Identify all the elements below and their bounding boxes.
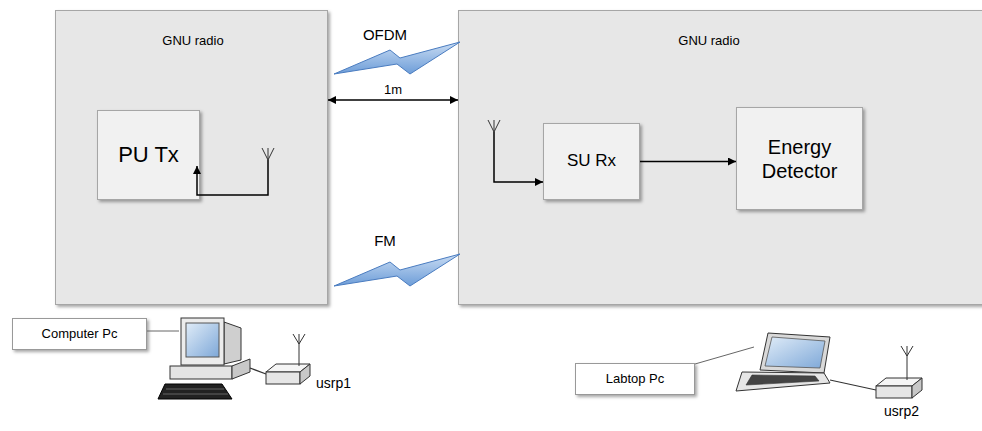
- usrp-side: [912, 378, 922, 398]
- usb-cable: [830, 380, 876, 390]
- box-label: PU Tx: [118, 142, 179, 168]
- box-label: SU Rx: [567, 151, 616, 171]
- gnu-radio-panel: GNU radioSU RxEnergy Detector: [458, 10, 982, 305]
- antenna-symbol: [262, 148, 274, 160]
- device-label-box: Labtop Pc: [575, 363, 695, 395]
- label-holder: usrp2: [884, 402, 919, 420]
- usrp-device-icon: [876, 346, 922, 398]
- usrp-top: [266, 364, 310, 372]
- process-box: SU Rx: [543, 123, 640, 200]
- laptop-lid: [760, 333, 830, 373]
- desktop-computer-icon: [158, 318, 250, 399]
- usrp-front: [876, 386, 912, 398]
- signal-label: OFDM: [363, 26, 407, 43]
- gnu-radio-panel: GNU radio PU Tx: [55, 10, 328, 305]
- laptop-keyboard: [746, 375, 819, 385]
- laptop-screen: [765, 337, 825, 368]
- label-holder: usrp1: [316, 374, 351, 392]
- usrp-front: [266, 372, 300, 384]
- process-box: Energy Detector: [736, 107, 863, 210]
- monitor-bezel: [181, 318, 224, 365]
- label-holder: 1m: [384, 80, 402, 98]
- antenna-symbol: [293, 334, 305, 366]
- usrp-top: [876, 378, 922, 386]
- label-holder: OFDM: [363, 26, 407, 44]
- keyboard: [158, 384, 232, 399]
- process-box: PU Tx: [97, 110, 200, 200]
- box-label: Energy Detector: [746, 135, 854, 183]
- ofdm-link-bolt: [334, 42, 460, 74]
- antenna-feed-wire: [494, 132, 543, 182]
- computer-case-side: [232, 359, 250, 379]
- device-label-box: Computer Pc: [12, 318, 147, 350]
- usb-cable: [250, 368, 266, 374]
- distance-label: 1m: [384, 82, 402, 97]
- box-label: Computer Pc: [42, 326, 118, 342]
- antenna-symbol: [488, 120, 500, 132]
- antenna-feed-wire: [197, 160, 268, 195]
- leader-line: [695, 347, 754, 364]
- label-holder: FM: [374, 232, 396, 250]
- box-label: Labtop Pc: [606, 371, 665, 387]
- keyboard-keys: [163, 389, 228, 394]
- signal-label: FM: [374, 232, 396, 249]
- laptop-icon: [736, 333, 830, 391]
- panel-title: GNU radio: [57, 33, 330, 49]
- monitor-screen: [186, 323, 219, 357]
- monitor-back: [224, 322, 241, 364]
- usrp-side: [300, 364, 310, 384]
- computer-case: [170, 366, 232, 379]
- panel-title: GNU radio: [439, 33, 979, 49]
- fm-link-bolt: [334, 254, 460, 286]
- laptop-base: [736, 372, 830, 391]
- leader-line: [147, 331, 179, 332]
- device-label: usrp2: [884, 403, 919, 419]
- connector-arrow: [328, 99, 458, 100]
- device-label: usrp1: [316, 375, 351, 391]
- connector-arrow: [640, 161, 736, 162]
- antenna-symbol: [901, 346, 913, 380]
- usrp-device-icon: [266, 334, 310, 384]
